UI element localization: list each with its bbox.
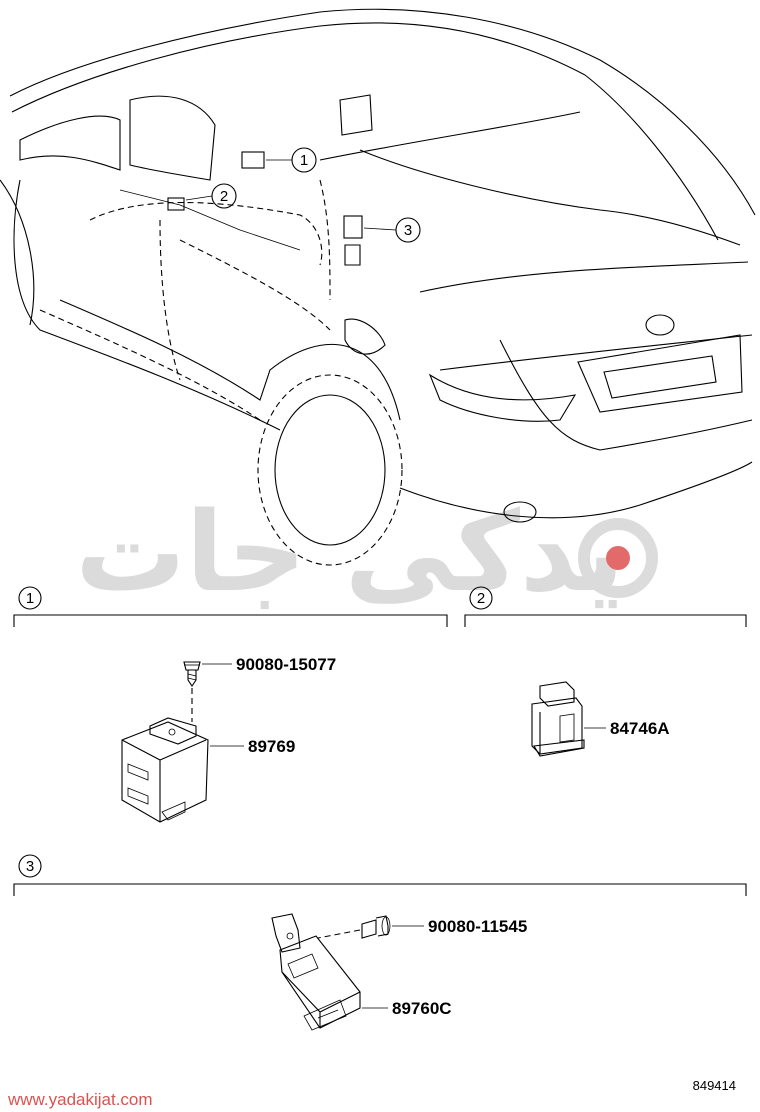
section-3-number: 3: [26, 858, 34, 875]
section-2-number: 2: [477, 590, 485, 607]
overview-callout-3: 3: [363, 217, 421, 243]
bolt-icon: [361, 915, 391, 939]
part-number-89760C[interactable]: 89760C: [392, 999, 452, 1018]
watermark-logo: یدکی جات: [75, 488, 658, 616]
section-2: 2 84746A: [464, 586, 747, 757]
part-number-84746A[interactable]: 84746A: [610, 719, 670, 738]
receiver-module-icon: [271, 913, 361, 1031]
section-1-bracket: [13, 614, 448, 627]
switch-connector-icon: [531, 681, 585, 757]
svg-text:3: 3: [404, 222, 412, 239]
section-2-number-badge: [469, 586, 493, 610]
car-overview-illustration: [0, 8, 756, 566]
screw-icon: [183, 661, 201, 687]
part-number-90080-11545[interactable]: 90080-11545: [428, 917, 527, 936]
part-number-90080-15077[interactable]: 90080-15077: [236, 655, 336, 674]
svg-text:2: 2: [220, 188, 228, 205]
diagram-code: 849414: [692, 1078, 736, 1093]
section-3-number-badge: [18, 854, 42, 878]
control-module-icon: [121, 717, 209, 823]
section-2-bracket: [464, 614, 747, 627]
section-3: 3 90080-11545 89760C: [13, 854, 747, 1031]
svg-text:1: 1: [300, 152, 308, 169]
section-1-number-badge: [18, 586, 42, 610]
watermark-brand-text: یدکی جات: [75, 488, 625, 616]
overview-callout-2: 2: [185, 183, 237, 209]
part-number-89769[interactable]: 89769: [248, 737, 295, 756]
section-1: 1 90080-15077 89769: [13, 586, 448, 823]
section-1-number: 1: [26, 590, 34, 607]
overview-callout-1: 1: [266, 147, 317, 173]
watermark-url[interactable]: www.yadakijat.com: [8, 1090, 153, 1109]
section-3-bracket: [13, 883, 747, 896]
watermark-hub-icon: [606, 546, 630, 570]
watermark-wheel-icon: [578, 518, 658, 598]
